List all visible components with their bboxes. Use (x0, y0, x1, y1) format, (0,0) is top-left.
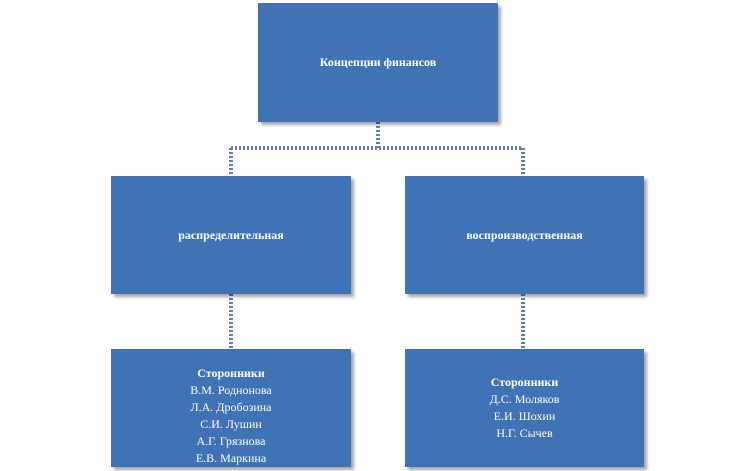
supporter-name: Е.И. Шохин (493, 409, 556, 423)
supporter-name: С.И. Лушин (200, 417, 262, 431)
supporters-title-reproductive: Сторонники (490, 375, 559, 389)
branch-box-distributive: распределительная (111, 176, 351, 294)
supporters-box-reproductive: Сторонники Д.С. Моляков Е.И. Шохин Н.Г. … (405, 349, 644, 467)
supporters-title-distributive: Сторонники (197, 366, 265, 380)
root-box: Концепции финансов (258, 3, 498, 122)
branch-box-reproductive: воспроизводственная (405, 176, 644, 294)
supporter-name: Н.Г. Сычев (496, 426, 553, 440)
root-label: Концепции финансов (319, 55, 437, 69)
supporters-box-distributive: Сторонники В.М. Роднонова Л.А. Дробозина… (111, 349, 351, 467)
supporter-name: А.Г. Грязнова (196, 434, 266, 448)
branch-label-reproductive: воспроизводственная (466, 227, 583, 242)
supporter-name: Е.В. Маркина (195, 451, 267, 465)
supporter-name: Л.А. Дробозина (190, 400, 272, 414)
supporter-name: Д.С. Моляков (489, 392, 560, 406)
branch-label-distributive: распределительная (178, 227, 284, 242)
supporter-name: В.М. Роднонова (190, 383, 272, 397)
